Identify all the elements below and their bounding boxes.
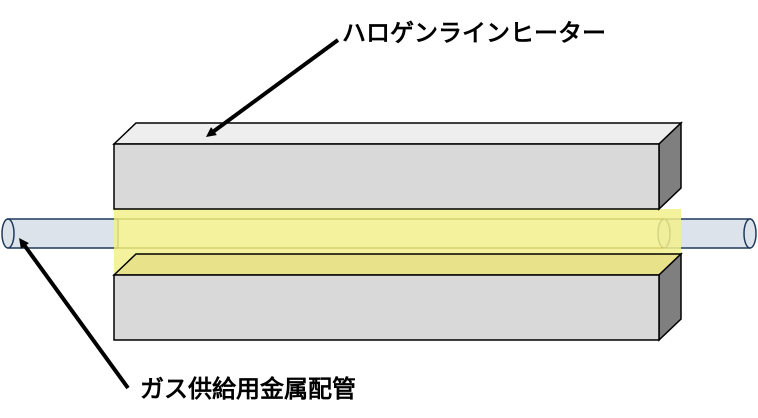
pipe-left xyxy=(1,218,119,249)
heater-label: ハロゲンラインヒーター xyxy=(342,19,606,47)
pipe-label: ガス供給用金属配管 xyxy=(140,375,356,403)
heater-arrow xyxy=(205,38,340,137)
upper-heater-block xyxy=(112,121,683,211)
pipe-arrow xyxy=(19,237,130,390)
lower-heater-block xyxy=(112,252,683,342)
